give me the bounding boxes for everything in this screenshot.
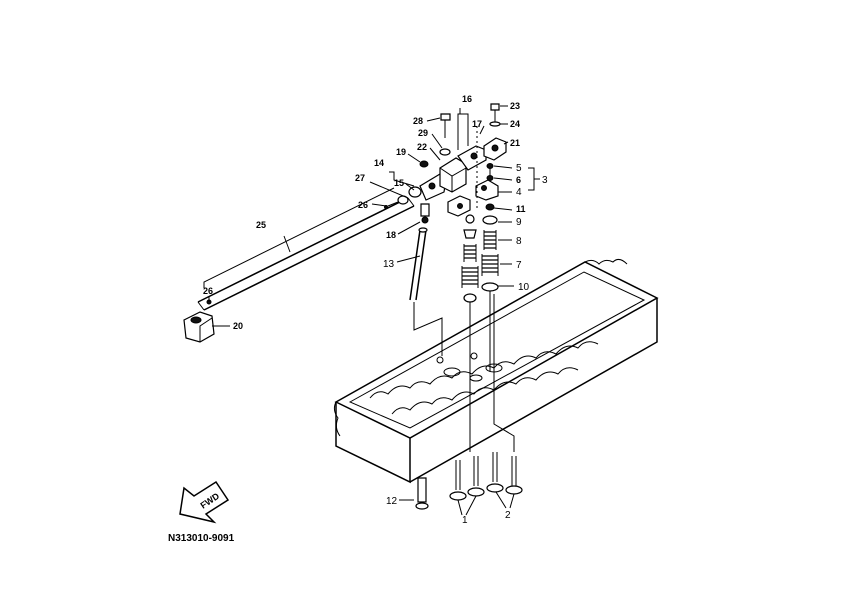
rocker-lower	[447, 195, 471, 217]
callout-16: 16	[462, 94, 472, 104]
bolt-23	[490, 103, 500, 122]
callout-25: 25	[256, 220, 266, 230]
callout-13: 13	[383, 259, 395, 270]
cam-holder-20	[183, 311, 215, 343]
callout-21: 21	[510, 138, 520, 148]
fwd-label: FWD	[199, 491, 222, 511]
valve-1b	[467, 456, 485, 497]
nut-6	[486, 175, 494, 181]
callout-11: 11	[516, 204, 526, 214]
callout-28: 28	[413, 116, 423, 126]
callout-15: 15	[394, 178, 404, 188]
callout-5: 5	[516, 163, 522, 174]
camshaft	[197, 187, 415, 311]
callout-14: 14	[374, 158, 384, 168]
valve-2b	[505, 456, 523, 495]
callout-8: 8	[516, 236, 522, 247]
callout-1: 1	[462, 515, 468, 526]
valve-2a	[486, 452, 504, 493]
nut-5	[486, 163, 494, 169]
forward-arrow-icon: FWD	[179, 480, 230, 524]
rocker-bracket-22	[439, 157, 467, 193]
rocker-4	[475, 168, 499, 201]
callout-3: 3	[542, 175, 548, 186]
lifter-18	[420, 203, 430, 224]
washer-24	[489, 121, 501, 127]
callout-27: 27	[355, 173, 365, 183]
callout-10: 10	[518, 282, 530, 293]
cylinder-head	[333, 258, 659, 484]
washer-29	[439, 148, 451, 156]
leader-lines	[208, 105, 540, 516]
callout-22: 22	[417, 142, 427, 152]
rocker-21	[483, 137, 507, 161]
callout-17: 17	[472, 119, 482, 129]
callout-7: 7	[516, 260, 522, 271]
bolt-19	[419, 160, 429, 168]
drawing-code: N313010-9091	[168, 533, 235, 544]
callout-26-lower: 26	[203, 286, 213, 296]
callout-20: 20	[233, 321, 243, 331]
rocker-shaft-15	[384, 186, 422, 209]
callout-12: 12	[386, 496, 398, 507]
callout-19: 19	[396, 147, 406, 157]
callout-4: 4	[516, 187, 522, 198]
bolt-28	[440, 113, 451, 138]
callout-labels: 1 2 3 4 5 6 7 8 9 10 11 12 13 14 15 16 1…	[203, 94, 548, 526]
callout-24: 24	[510, 119, 520, 129]
valve-train-right	[481, 203, 515, 452]
callout-9: 9	[516, 217, 522, 228]
valve-1a	[449, 460, 467, 501]
callout-6: 6	[516, 175, 521, 185]
callout-2: 2	[505, 510, 511, 521]
pushrod-leader	[413, 302, 443, 356]
valve-guide-12	[415, 477, 429, 510]
callout-23: 23	[510, 101, 520, 111]
callout-29: 29	[418, 128, 428, 138]
valve-train-left	[461, 214, 479, 452]
callout-18: 18	[386, 230, 396, 240]
callout-26-upper: 26	[358, 200, 368, 210]
pushrod-13	[409, 227, 428, 301]
